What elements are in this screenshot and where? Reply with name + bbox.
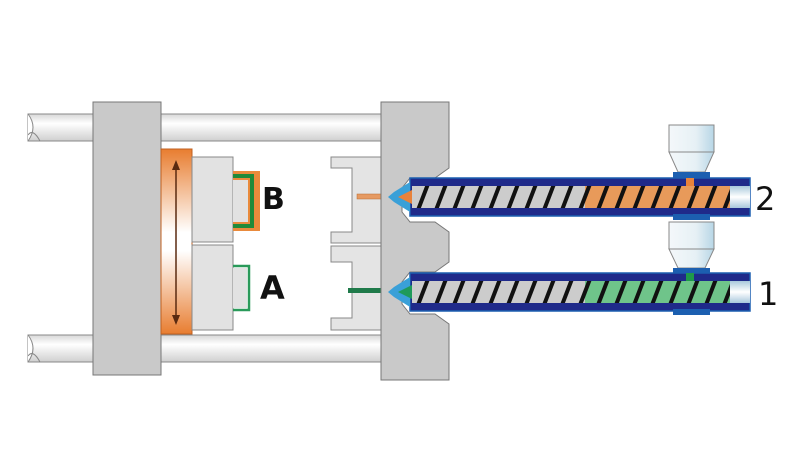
sprue-green (348, 288, 382, 293)
hopper-2 (668, 124, 715, 178)
mold-core-b (191, 156, 260, 243)
moving-platen (92, 101, 162, 376)
unit-label-1: 1 (758, 275, 779, 313)
hopper-1 (668, 221, 715, 274)
screw-2 (416, 186, 730, 208)
nozzle-1 (388, 277, 412, 307)
cavity-label-a: A (260, 269, 285, 307)
rotary-plate (160, 148, 193, 335)
cavity-label-b: B (262, 182, 285, 217)
fixed-platen (380, 101, 450, 381)
sprue-orange (356, 193, 383, 200)
unit-label-2: 2 (755, 180, 776, 218)
screw-1 (416, 281, 730, 303)
fixed-mold-upper (330, 156, 382, 244)
injection-unit-1 (388, 221, 751, 315)
mold-core-a (191, 244, 251, 331)
arrow-down-icon (172, 315, 180, 325)
arrow-up-icon (172, 160, 180, 170)
tie-rod-bottom (27, 334, 384, 363)
nozzle-2 (388, 182, 412, 212)
injection-unit-2 (388, 124, 751, 220)
tie-rod-top (27, 113, 384, 142)
